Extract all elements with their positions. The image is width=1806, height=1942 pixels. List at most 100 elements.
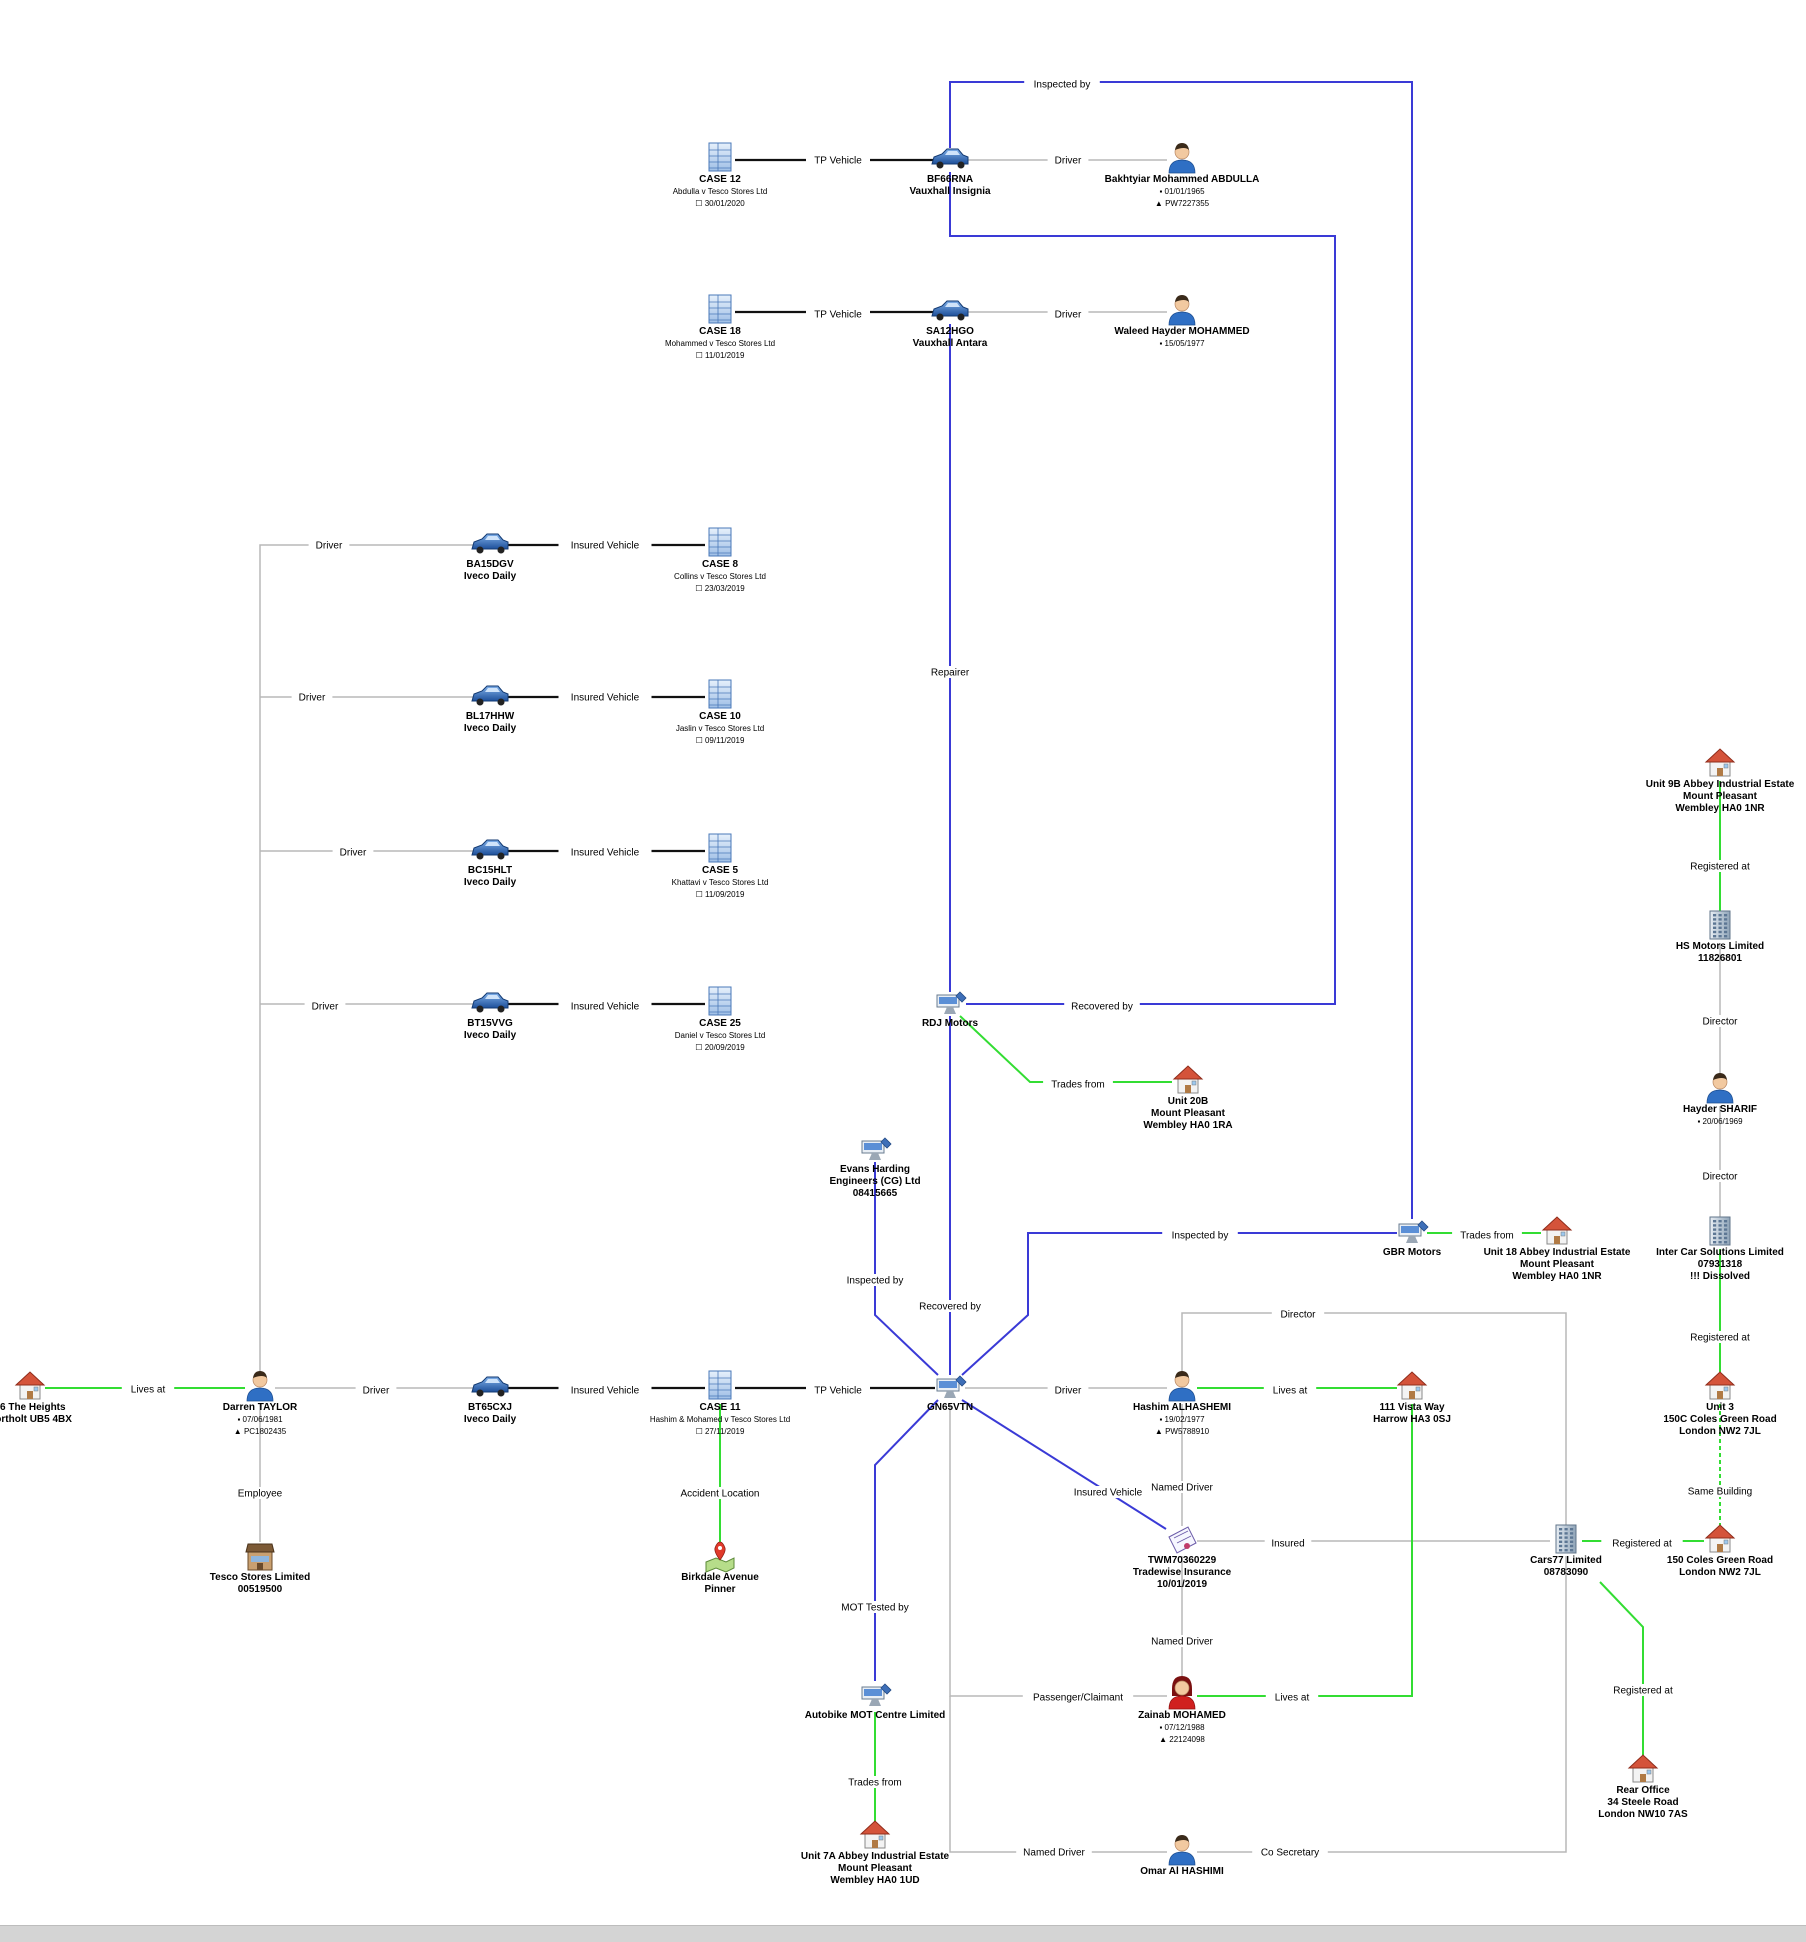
edge-label-bg xyxy=(1047,308,1089,320)
node-darren[interactable]: Darren TAYLOR▪ 07/06/1981▲ PC1802435 xyxy=(223,1371,298,1436)
node-text-hsmotors-0: HS Motors Limited xyxy=(1676,941,1764,952)
node-zainab[interactable]: Zainab MOHAMED▪ 07/12/1988▲ 22124098 xyxy=(1138,1676,1226,1744)
node-rdjmotors[interactable]: RDJ Motors xyxy=(922,991,979,1029)
car-icon xyxy=(931,300,969,321)
node-text-zainab-0: Zainab MOHAMED xyxy=(1138,1710,1226,1721)
edge-e8[interactable] xyxy=(259,544,475,1372)
node-text-case8-0: CASE 8 xyxy=(702,559,739,570)
edge-e7[interactable] xyxy=(949,172,1336,1005)
node-text-tesco-0: Tesco Stores Limited xyxy=(210,1572,310,1583)
edge-label-e23: Insured Vehicle xyxy=(571,1386,640,1397)
node-text-zainab-2: ▲ 22124098 xyxy=(1159,1735,1205,1744)
edge-label-e24: TP Vehicle xyxy=(814,1386,862,1397)
edge-label-e30: Director xyxy=(1280,1310,1316,1321)
edge-e36[interactable] xyxy=(1197,1404,1413,1697)
node-text-unit9b-1: Mount Pleasant xyxy=(1683,791,1758,802)
node-text-sa12hgo-0: SA12HGO xyxy=(926,326,974,337)
edge-label-bg xyxy=(1679,1331,1761,1343)
garage-icon xyxy=(1398,1220,1429,1243)
edge-label-e8: Driver xyxy=(316,541,343,552)
edge-label-bg xyxy=(308,539,350,551)
node-hashim[interactable]: Hashim ALHASHEMI▪ 19/02/1977▲ PW5788910 xyxy=(1133,1371,1231,1436)
node-text-evans-0: Evans Harding xyxy=(840,1164,910,1175)
shop-icon xyxy=(245,1543,275,1571)
node-waleed[interactable]: Waleed Hayder MOHAMMED▪ 15/05/1977 xyxy=(1114,295,1250,348)
edge-label-bg xyxy=(291,691,333,703)
node-heights[interactable]: 26 The HeightsNortholt UB5 4BX xyxy=(0,1371,72,1425)
female-person-icon xyxy=(1168,1676,1196,1710)
node-bakhtyiar[interactable]: Bakhtyiar Mohammed ABDULLA▪ 01/01/1965▲ … xyxy=(1105,143,1260,208)
node-text-case5-1: Khattavi v Tesco Stores Ltd xyxy=(672,878,769,887)
node-text-heights-1: Northolt UB5 4BX xyxy=(0,1414,72,1425)
edge-label-bg xyxy=(1601,1537,1683,1549)
edge-e29[interactable] xyxy=(961,1399,1167,1530)
node-text-bakhtyiar-2: ▲ PW7227355 xyxy=(1155,199,1210,208)
edge-e35[interactable] xyxy=(949,1404,1167,1697)
case-file-icon xyxy=(708,294,732,324)
edge-e38[interactable] xyxy=(949,1696,1167,1853)
car-icon xyxy=(471,839,509,860)
edge-label-bg xyxy=(840,1776,910,1788)
node-autobike[interactable]: Autobike MOT Centre Limited xyxy=(805,1683,946,1721)
edge-e33[interactable] xyxy=(874,1399,939,1681)
edge-e19[interactable] xyxy=(961,1232,1397,1376)
node-text-gbrmotors-0: GBR Motors xyxy=(1383,1247,1442,1258)
node-gn65vtn[interactable]: GN65VTN xyxy=(927,1375,973,1413)
bottom-scroll-bar[interactable] xyxy=(0,1925,1806,1942)
edge-e18[interactable] xyxy=(874,1162,939,1376)
node-text-case10-0: CASE 10 xyxy=(699,711,741,722)
edge-label-bg xyxy=(667,1487,773,1499)
node-text-coles150-0: 150 Coles Green Road xyxy=(1667,1555,1773,1566)
edge-label-e3: Inspected by xyxy=(1034,80,1091,91)
edge-label-e45: Registered at xyxy=(1612,1539,1672,1550)
edge-e30[interactable] xyxy=(1181,1312,1567,1526)
node-omar[interactable]: Omar Al HASHIMI xyxy=(1140,1835,1224,1877)
edge-e3[interactable] xyxy=(949,81,1413,1219)
node-text-hashim-0: Hashim ALHASHEMI xyxy=(1133,1402,1231,1413)
edge-label-bg xyxy=(834,1601,916,1613)
node-haydershrif[interactable]: Hayder SHARIF▪ 20/06/1969 xyxy=(1683,1073,1757,1126)
node-text-sa12hgo-1: Vauxhall Antara xyxy=(913,338,988,349)
node-gbrmotors[interactable]: GBR Motors xyxy=(1383,1220,1442,1258)
edge-label-e25: Driver xyxy=(1055,1386,1082,1397)
edge-label-e16: Trades from xyxy=(1051,1080,1105,1091)
edge-label-bg xyxy=(558,1384,652,1396)
garage-icon xyxy=(936,991,967,1014)
edge-e46[interactable] xyxy=(1599,1581,1644,1755)
node-text-bt65cxj-0: BT65CXJ xyxy=(468,1402,512,1413)
node-text-cars77-1: 08783090 xyxy=(1544,1567,1589,1578)
edge-e16[interactable] xyxy=(959,1015,1172,1083)
node-text-waleed-1: ▪ 15/05/1977 xyxy=(1159,339,1205,348)
edge-e39[interactable] xyxy=(1197,1556,1567,1853)
edge-label-bg xyxy=(837,1274,913,1286)
